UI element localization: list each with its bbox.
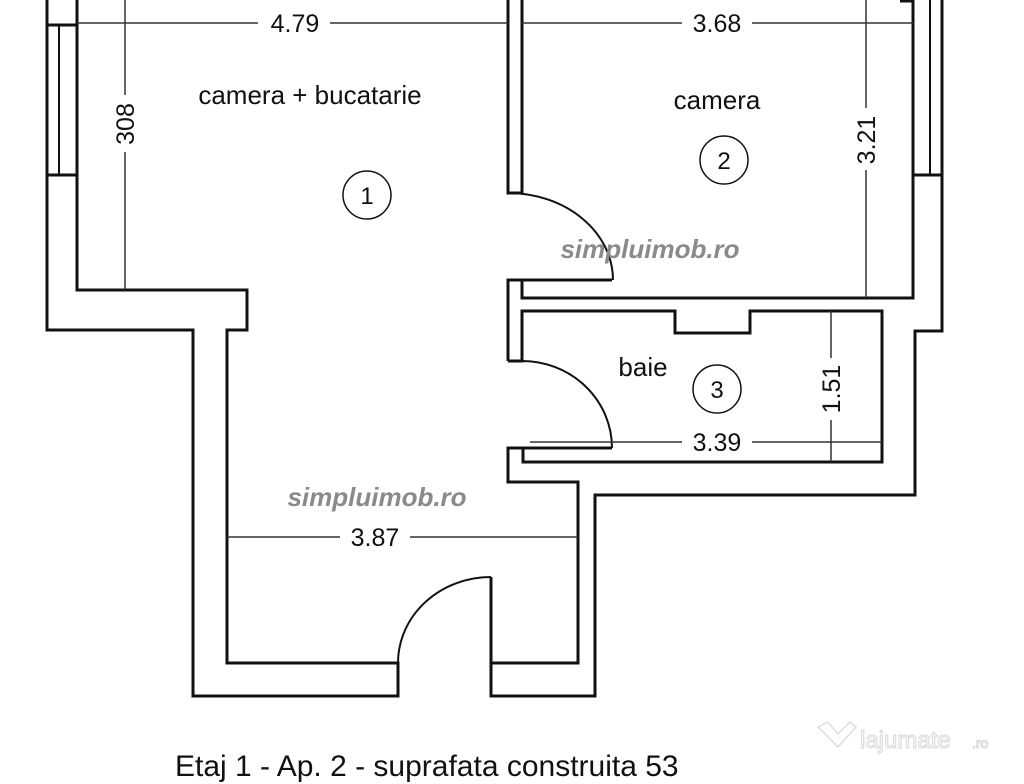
room1-number-circle	[342, 170, 392, 220]
room2-number-circle	[699, 135, 749, 185]
svg-text:lajumate: lajumate	[860, 727, 951, 754]
window-right	[900, 0, 942, 177]
walls	[45, 0, 944, 698]
window-left	[47, 23, 77, 177]
room1-number: 1	[360, 183, 373, 210]
room2-name: camera	[674, 85, 761, 115]
door-arc-entrance	[397, 576, 492, 664]
room3-number: 3	[710, 377, 723, 404]
floor-plan: 4.79 308 3.68 3.21 3.39 1.51 3.87 camera…	[45, 0, 989, 755]
dim-room1-height: 308	[112, 103, 140, 145]
dim-room2-width: 3.68	[693, 10, 742, 38]
door-arc-room2	[507, 192, 614, 281]
room3-name: baie	[618, 352, 667, 382]
room1-name: camera + bucatarie	[198, 80, 421, 110]
svg-text:.ro: .ro	[972, 735, 989, 751]
dim-room3-height: 1.51	[818, 365, 846, 414]
dim-room3-width: 3.39	[693, 429, 742, 457]
dim-room1-width: 4.79	[271, 10, 320, 38]
watermark-simpluimob: simpluimob.ro	[560, 234, 739, 264]
door-arc-bathroom	[521, 360, 613, 449]
floor-caption: Etaj 1 - Ap. 2 - suprafata construita 53	[175, 750, 679, 783]
watermark-simpluimob: simpluimob.ro	[287, 482, 466, 512]
lajumate-logo: lajumate .ro	[816, 720, 989, 755]
room2-number: 2	[717, 148, 730, 175]
dim-room1-lower-width: 3.87	[351, 524, 400, 552]
dim-room2-height: 3.21	[853, 116, 881, 165]
dimension-lines	[77, 0, 913, 538]
lajumate-heart-icon	[816, 720, 858, 749]
room3-number-circle	[692, 364, 742, 414]
